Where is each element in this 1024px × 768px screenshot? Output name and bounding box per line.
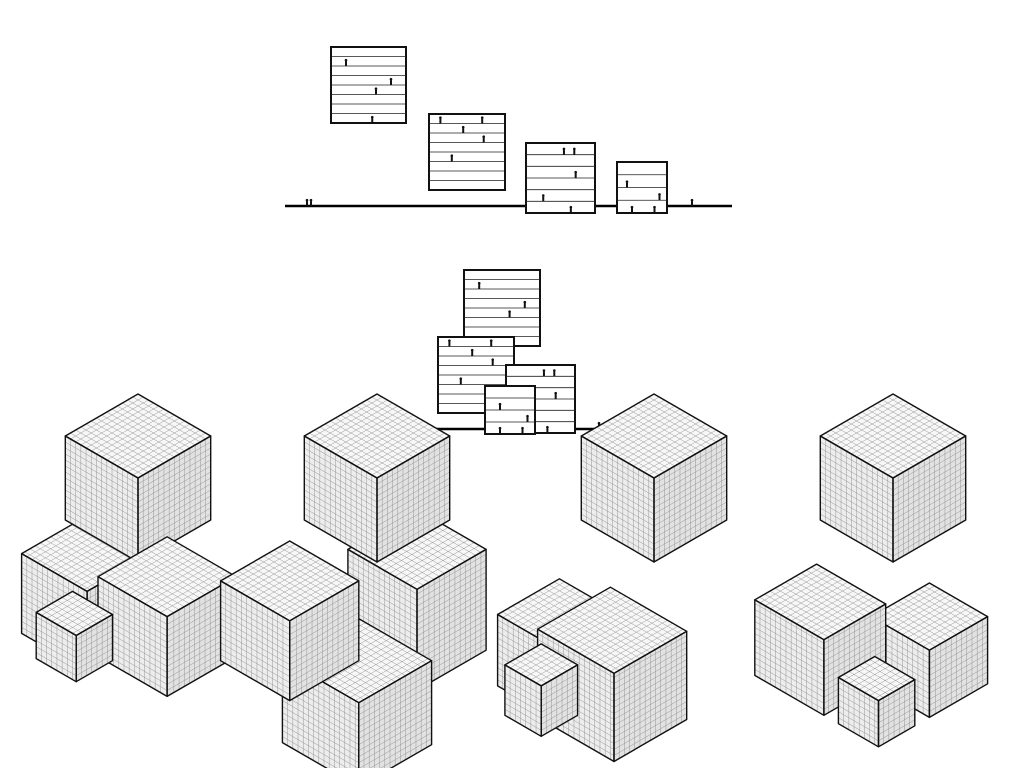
right-edge [289,580,360,702]
person-figure [309,198,313,206]
right-face [541,664,578,737]
person-figure [521,426,524,434]
massing-volume [303,393,451,563]
massing-volume [219,540,360,702]
person-figure [542,369,546,377]
massing-volume [536,586,688,763]
top-face [36,591,113,636]
axonometric-variant-3 [496,393,728,763]
right-edge [75,613,114,683]
right-face [929,616,988,718]
person-figure [625,180,629,188]
grid-lines [504,646,578,734]
right-edge [613,630,688,763]
person-figure [630,205,634,213]
right-edge [376,435,451,563]
right-edge [653,435,728,563]
right-edge [540,664,579,737]
massing-volume [35,590,114,683]
right-face [878,679,915,747]
person-figure [439,116,442,124]
person-figure [450,154,454,162]
person-figure [553,369,556,377]
grid-lines [581,396,727,559]
section-clustered [390,269,640,435]
person-figure [477,281,481,289]
massing-volume [837,655,916,748]
grid-lines [304,396,450,559]
top-face [754,564,886,640]
person-figure [448,339,451,347]
person-figure [491,358,495,366]
axonometric-variant-1 [20,393,237,698]
person-figure [573,147,576,155]
person-figure [523,300,527,308]
person-figure [658,193,661,201]
right-edge [928,615,989,719]
person-figure [498,402,502,410]
grid-lines [820,396,966,559]
right-edge [877,678,916,748]
grid-lines [220,543,359,697]
left-face [504,664,542,737]
person-figure [562,147,566,155]
massing-volume [580,393,728,563]
massing-volume [819,393,967,563]
left-edge [281,657,360,768]
person-figure [374,87,378,95]
right-edge [823,603,887,716]
axonometric-variant-2 [219,393,487,768]
section-box [616,161,668,214]
right-edge [358,660,433,768]
right-face [76,614,113,682]
person-figure [569,205,573,213]
person-figure [305,198,309,206]
section-box [484,385,536,435]
person-figure [574,170,577,178]
person-figure [690,198,694,206]
grid-lines [838,659,915,745]
person-figure [389,77,393,85]
section-box [463,269,541,347]
section-box [525,142,596,214]
person-figure [480,116,484,124]
section-box [330,46,407,124]
person-figure [498,426,502,434]
grid-lines [97,539,237,693]
axonometric-variant-4 [754,393,989,748]
person-figure [489,339,493,347]
massing-volume [504,643,579,737]
person-figure [344,58,348,66]
section-stepped [285,46,732,214]
person-figure [546,425,549,433]
person-figure [482,135,486,143]
section-box [428,113,506,191]
person-figure [461,125,465,133]
massing-volume [97,536,237,698]
person-figure [459,377,463,385]
person-figure [653,205,656,213]
right-edge [892,435,967,563]
person-figure [470,348,474,356]
person-figure [508,310,511,318]
person-figure [541,194,545,202]
person-figure [526,414,529,422]
grid-lines [65,396,211,559]
grid-lines [36,594,113,680]
massing-volume [64,393,212,563]
person-figure [370,115,374,123]
top-face [838,656,915,701]
person-figure [554,391,557,399]
